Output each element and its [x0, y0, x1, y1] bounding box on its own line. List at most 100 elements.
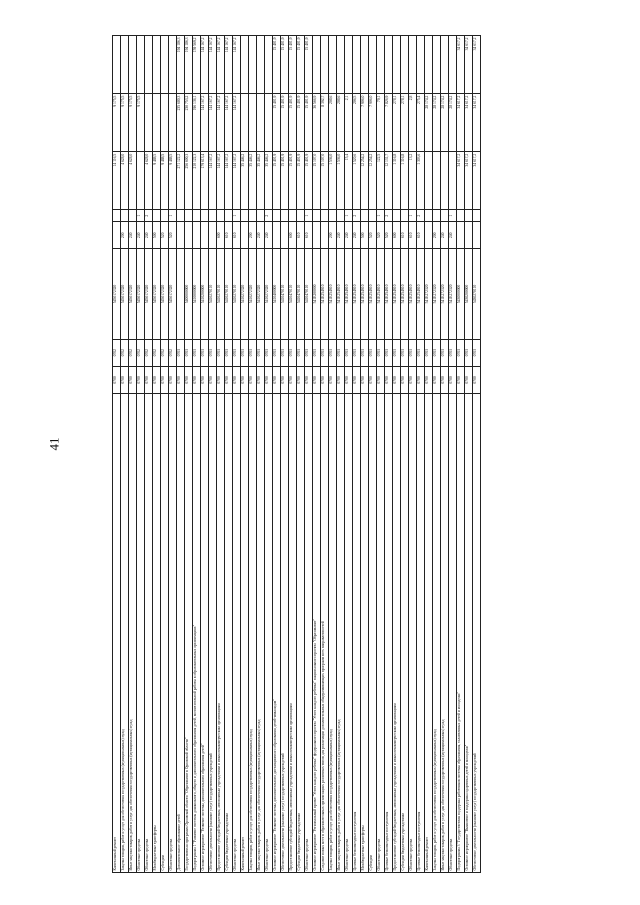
funding-source	[368, 209, 377, 222]
subsection-code: 0703	[448, 339, 457, 367]
target-article-code: 541E254910	[328, 248, 337, 340]
amount-year-2: 34 617,2	[472, 93, 481, 152]
subsection-code: 0703	[280, 339, 289, 367]
section-code: 0700	[384, 366, 393, 394]
section-code: 0700	[272, 366, 281, 394]
section-code: 0700	[440, 366, 449, 394]
expense-type-code: 610	[232, 221, 241, 249]
section-code: 0700	[160, 366, 169, 394]
amount-year-3: 144 167,2	[208, 35, 217, 94]
expense-type-code: 500	[360, 221, 369, 249]
expense-type-code: 240	[336, 221, 345, 249]
target-article-code: 541E254910	[384, 248, 393, 340]
target-article-code: 541E254910	[392, 248, 401, 340]
section-code: 0700	[168, 366, 177, 394]
amount-year-2: 9 175,5	[120, 93, 129, 152]
subsection-code: 0702	[128, 339, 137, 367]
amount-year-3	[392, 35, 401, 94]
section-code: 0700	[344, 366, 353, 394]
section-code: 0700	[192, 366, 201, 394]
item-name: Межбюджетные трансферты	[360, 393, 369, 873]
amount-year-1: 15 401,9	[272, 151, 281, 210]
expense-type-code: 520	[368, 221, 377, 249]
amount-year-2: 278,1	[400, 93, 409, 152]
subsection-code: 0703	[472, 339, 481, 367]
amount-year-2: 196 136,1	[192, 93, 201, 152]
subsection-code: 0703	[240, 339, 249, 367]
expense-type-code: 600	[288, 221, 297, 249]
table-row: Закупка товаров, работ и услуг для обесп…	[328, 35, 337, 873]
amount-year-2: 206,5	[352, 93, 361, 152]
target-article-code: 5450172320	[168, 248, 177, 340]
expense-type-code: 200	[432, 221, 441, 249]
target-article-code: 5450172320	[128, 248, 137, 340]
target-article-code: 541E200000	[312, 248, 321, 340]
item-name: Предоставление субсидий бюджетным, автон…	[216, 393, 225, 873]
amount-year-3	[400, 35, 409, 94]
section-code: 0700	[152, 366, 161, 394]
amount-year-1: 15 107,0	[320, 151, 329, 210]
expense-type-code	[464, 221, 473, 249]
target-article-code: 5410270110	[216, 248, 225, 340]
funding-source	[240, 209, 249, 222]
expense-type-code: 600	[216, 221, 225, 249]
funding-source	[192, 209, 201, 222]
expense-type-code: 240	[448, 221, 457, 249]
amount-year-2	[264, 93, 273, 152]
table-row: Закупка товаров, работ и услуг для обесп…	[248, 35, 257, 873]
section-code: 0700	[144, 366, 153, 394]
section-code: 0700	[400, 366, 409, 394]
target-article-code: 5450172320	[152, 248, 161, 340]
section-code: 0700	[136, 366, 145, 394]
expense-type-code	[312, 221, 321, 249]
funding-source	[312, 209, 321, 222]
amount-year-3	[352, 35, 361, 94]
amount-year-3	[160, 35, 169, 94]
section-code: 0700	[368, 366, 377, 394]
table-row: Предоставление субсидий бюджетным, автон…	[288, 35, 297, 873]
item-name: Капитальный ремонт	[112, 393, 121, 873]
table-row: Государственная программа Орловской обла…	[184, 35, 193, 873]
funding-source: 1	[232, 209, 241, 222]
target-article-code: 541E254910	[336, 248, 345, 340]
amount-year-1	[136, 151, 145, 210]
amount-year-2: 7 906,0	[368, 93, 377, 152]
table-row: Основное мероприятие "Выявление и поддер…	[464, 35, 473, 873]
amount-year-1: 271 122,2	[176, 151, 185, 210]
expense-type-code	[272, 221, 281, 249]
subsection-code: 0703	[384, 339, 393, 367]
amount-year-3: 144 167,2	[224, 35, 233, 94]
amount-year-1: 15 401,9	[304, 151, 313, 210]
target-article-code: 5410000000	[192, 248, 201, 340]
expense-type-code: 520	[160, 221, 169, 249]
section-code: 0700	[224, 366, 233, 394]
amount-year-1: 15 107,0	[312, 151, 321, 210]
subsection-code: 0702	[160, 339, 169, 367]
section-code: 0700	[216, 366, 225, 394]
section-code: 0700	[456, 366, 465, 394]
section-code: 0700	[120, 366, 129, 394]
amount-year-2: 208,6	[336, 93, 345, 152]
target-article-code: 5450172320	[112, 248, 121, 340]
expense-type-code: 240	[352, 221, 361, 249]
amount-year-2: 15 401,9	[280, 93, 289, 152]
target-article-code: 5430200000	[464, 248, 473, 340]
target-article-code: 541E254910	[368, 248, 377, 340]
item-name: Субсидии	[160, 393, 169, 873]
table-row: Закупка товаров, работ и услуг для обесп…	[120, 35, 129, 873]
amount-year-1: 35 446,2	[240, 151, 249, 210]
target-article-code: 5410470110	[288, 248, 297, 340]
funding-source	[224, 209, 233, 222]
target-article-code: 541E254910	[400, 248, 409, 340]
target-article-code: 5410200000	[200, 248, 209, 340]
section-code: 0700	[264, 366, 273, 394]
section-code: 0700	[376, 366, 385, 394]
